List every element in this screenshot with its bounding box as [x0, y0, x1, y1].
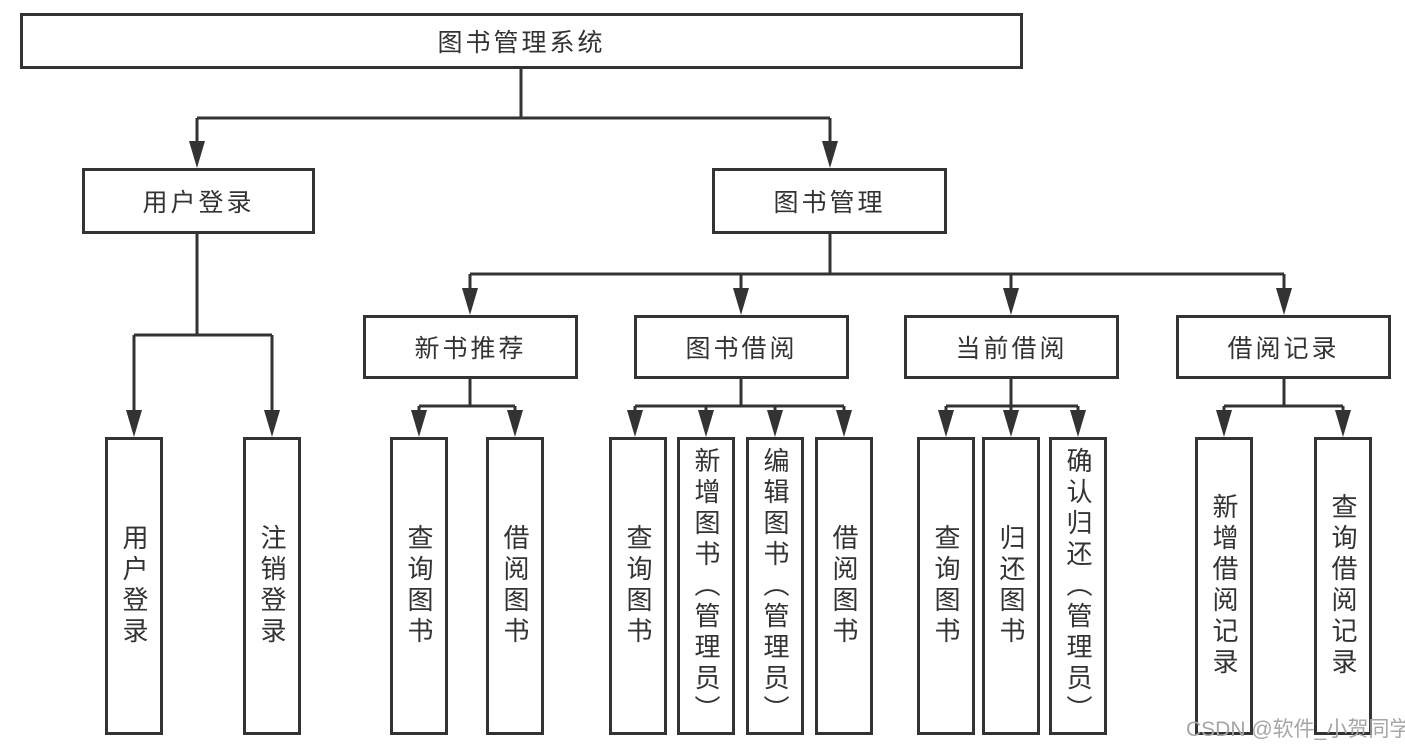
node-user-login: 用户登录 — [82, 168, 315, 234]
node-new-book-recommendation: 新书推荐 — [363, 315, 578, 379]
node-library-management-system: 图书管理系统 — [20, 13, 1023, 69]
leaf-query-books-recommend: 查询图书 — [390, 437, 448, 735]
leaf-query-borrow-record: 查询借阅记录 — [1314, 437, 1372, 735]
leaf-borrow-books-recommend: 借阅图书 — [486, 437, 544, 735]
leaf-logout: 注销登录 — [243, 437, 301, 735]
node-book-borrowing: 图书借阅 — [634, 315, 849, 379]
leaf-query-books-current: 查询图书 — [917, 437, 975, 735]
leaf-edit-books-admin: 编辑图书（管理员） — [746, 437, 804, 735]
arrowhead-icons — [126, 141, 1351, 437]
leaf-borrow-books-borrowing: 借阅图书 — [815, 437, 873, 735]
leaf-query-books-borrowing: 查询图书 — [609, 437, 667, 735]
leaf-add-books-admin: 新增图书（管理员） — [677, 437, 735, 735]
node-book-management: 图书管理 — [712, 168, 947, 234]
leaf-confirm-return-admin: 确认归还（管理员） — [1049, 437, 1107, 735]
csdn-watermark: CSDN @软件_小贺同学 — [1186, 718, 1405, 741]
leaf-user-login: 用户登录 — [105, 437, 163, 735]
leaf-add-borrow-record: 新增借阅记录 — [1195, 437, 1253, 735]
node-current-borrowing: 当前借阅 — [904, 315, 1119, 379]
leaf-return-books: 归还图书 — [982, 437, 1040, 735]
node-borrowing-records: 借阅记录 — [1176, 315, 1391, 379]
